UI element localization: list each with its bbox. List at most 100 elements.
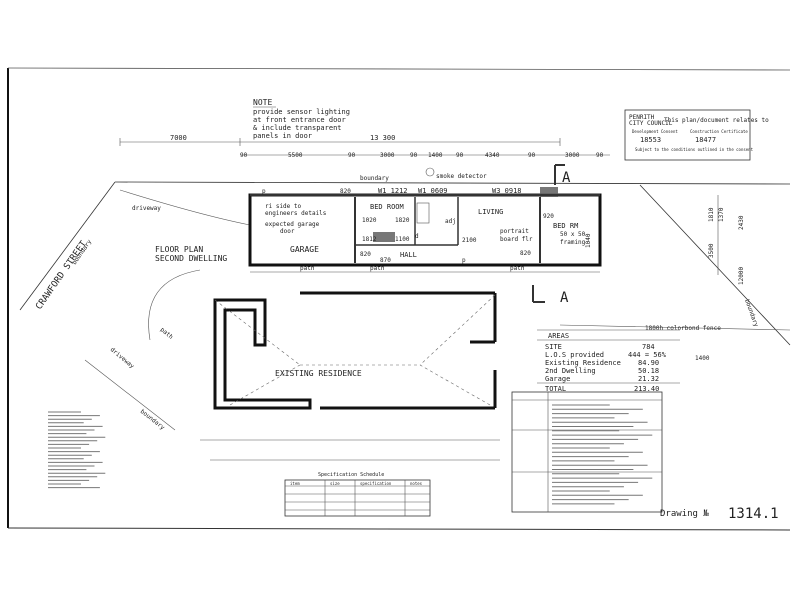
small-label-6: 1100 xyxy=(395,236,410,243)
area-row-6-value: 213.40 xyxy=(634,385,659,393)
area-row-5-label: Garage xyxy=(545,375,570,383)
note-line-4: panels in door xyxy=(253,132,312,140)
driveway-label: driveway xyxy=(132,205,161,212)
small-label-1: p xyxy=(262,188,266,195)
dim-left-offset: 7000 xyxy=(170,134,187,142)
left-notes-fine-print xyxy=(48,411,106,489)
right-dim-3: 2430 xyxy=(738,215,745,230)
fence-line xyxy=(559,324,791,331)
room-garage: GARAGE xyxy=(290,245,319,254)
small-label-2: 820 xyxy=(340,188,351,195)
schedule-table: Specification Schedule item size specifi… xyxy=(284,472,431,517)
right-dim-1: 1810 xyxy=(708,207,715,222)
note-line-2: at front entrance door xyxy=(253,116,346,124)
lower-boundary-line xyxy=(84,359,176,431)
driveway-lower-label: driveway xyxy=(109,346,136,370)
areas-heading: AREAS xyxy=(548,332,569,340)
small-label-8: 920 xyxy=(543,213,554,220)
existing-residence-label: EXISTING RESIDENCE xyxy=(275,369,362,378)
boundary-right-label: boundary xyxy=(743,298,760,328)
small-label-11: 870 xyxy=(380,257,391,264)
small-label-13: d xyxy=(415,233,419,240)
dim-seg-4: 3000 xyxy=(380,152,395,159)
right-boundary-line xyxy=(639,184,791,346)
area-row-1-value: 784 xyxy=(642,343,655,351)
dim-seg-2: 5500 xyxy=(288,152,303,159)
schedule-header-3: specification xyxy=(360,481,392,486)
stamp-title: This plan/document relates to xyxy=(664,117,769,124)
area-row-5-value: 21.32 xyxy=(638,375,659,383)
dim-seg-8: 4340 xyxy=(485,152,500,159)
sheet-top-edge xyxy=(7,67,791,71)
path-label-1: path xyxy=(300,265,315,272)
small-label-10: p xyxy=(462,257,466,264)
area-row-4-label: 2nd Dwelling xyxy=(545,367,596,375)
area-row-1-label: SITE xyxy=(545,343,562,351)
plan-note-3: expected garage xyxy=(265,221,320,228)
bath-fixture xyxy=(373,232,395,242)
smoke-detector-symbol xyxy=(425,167,435,177)
areas-table: AREAS SITE 784 L.O.S provided 444 = 56% … xyxy=(537,329,680,393)
stamp-left-number: 18553 xyxy=(640,136,661,144)
sheet-bottom-edge xyxy=(7,527,791,531)
stamp-right-number: 18477 xyxy=(695,136,716,144)
small-label-9: 820 xyxy=(360,251,371,258)
dim-seg-6: 1400 xyxy=(428,152,443,159)
driveway-curve xyxy=(148,269,201,341)
stamp-authority-1: PENRITH xyxy=(629,114,655,121)
stamp-subject: Subject to the conditions outlined in th… xyxy=(635,147,754,152)
area-row-2-value: 444 = 56% xyxy=(628,351,667,359)
path-label-3: path xyxy=(510,265,525,272)
area-row-2-label: L.O.S provided xyxy=(545,351,604,359)
fence-label: 1800h colorbond fence xyxy=(645,325,721,332)
small-label-12: 820 xyxy=(520,250,531,257)
stamp-left-label: Development Consent xyxy=(632,129,678,134)
section-marker: A A xyxy=(532,164,571,306)
room-bed-rm: BED RM xyxy=(553,222,578,230)
existing-residence: EXISTING RESIDENCE xyxy=(213,291,497,410)
area-row-3-value: 84.90 xyxy=(638,359,659,367)
right-dim-4: 3500 xyxy=(708,243,715,258)
driveway-top-curve xyxy=(119,189,251,226)
plan-note-8: 50 x 50 xyxy=(560,231,586,238)
room-living: LIVING xyxy=(478,208,503,216)
top-boundary-line xyxy=(114,181,791,185)
stamp-right-label: Construction Certificate xyxy=(690,129,748,134)
street-boundary-line xyxy=(19,181,116,311)
dim-seg-7: 90 xyxy=(456,152,464,159)
schedule-fine-print xyxy=(552,404,653,505)
plan-note-2: engineers details xyxy=(265,210,327,217)
small-label-4: 1820 xyxy=(395,217,410,224)
schedule-table-title: Specification Schedule xyxy=(318,472,384,478)
plan-note-1: ri side to xyxy=(265,203,302,210)
floor-plan-title-1: FLOOR PLAN xyxy=(155,245,203,254)
plan-note-6: board flr xyxy=(500,236,533,243)
top-dimensions: 7000 13 300 90 5500 90 3000 90 1400 90 4… xyxy=(119,134,610,159)
note-line-3: & include transparent xyxy=(253,124,342,132)
drawing-number: 1314.1 xyxy=(728,506,779,522)
plan-note-5: portrait xyxy=(500,228,529,235)
dim-overall: 13 300 xyxy=(370,134,395,142)
drawing-number-label: Drawing № xyxy=(660,509,709,519)
schedule-header-2: size xyxy=(330,481,340,486)
window-label-1: W1 1212 xyxy=(378,187,408,195)
room-hall: HALL xyxy=(400,251,417,259)
path-label-2: path xyxy=(370,265,385,272)
note-block: NOTE provide sensor lighting at front en… xyxy=(253,98,350,140)
dim-seg-9: 90 xyxy=(528,152,536,159)
section-letter-top: A xyxy=(562,170,571,186)
right-dim-6: 1040 xyxy=(585,233,592,248)
floor-plan-title-2: SECOND DWELLING xyxy=(155,254,227,263)
dim-seg-10: 3000 xyxy=(565,152,580,159)
dim-seg-5: 90 xyxy=(410,152,418,159)
schedule-block xyxy=(511,391,663,513)
schedule-header-1: item xyxy=(290,481,300,486)
note-heading: NOTE xyxy=(253,98,272,107)
side-dimension: 1400 xyxy=(695,355,710,362)
drawing-number-block: Drawing № 1314.1 xyxy=(660,506,779,522)
stair-symbol xyxy=(416,202,430,224)
small-label-5: 1812 xyxy=(362,236,377,243)
stamp-authority-2: CITY COUNCIL xyxy=(629,120,673,127)
